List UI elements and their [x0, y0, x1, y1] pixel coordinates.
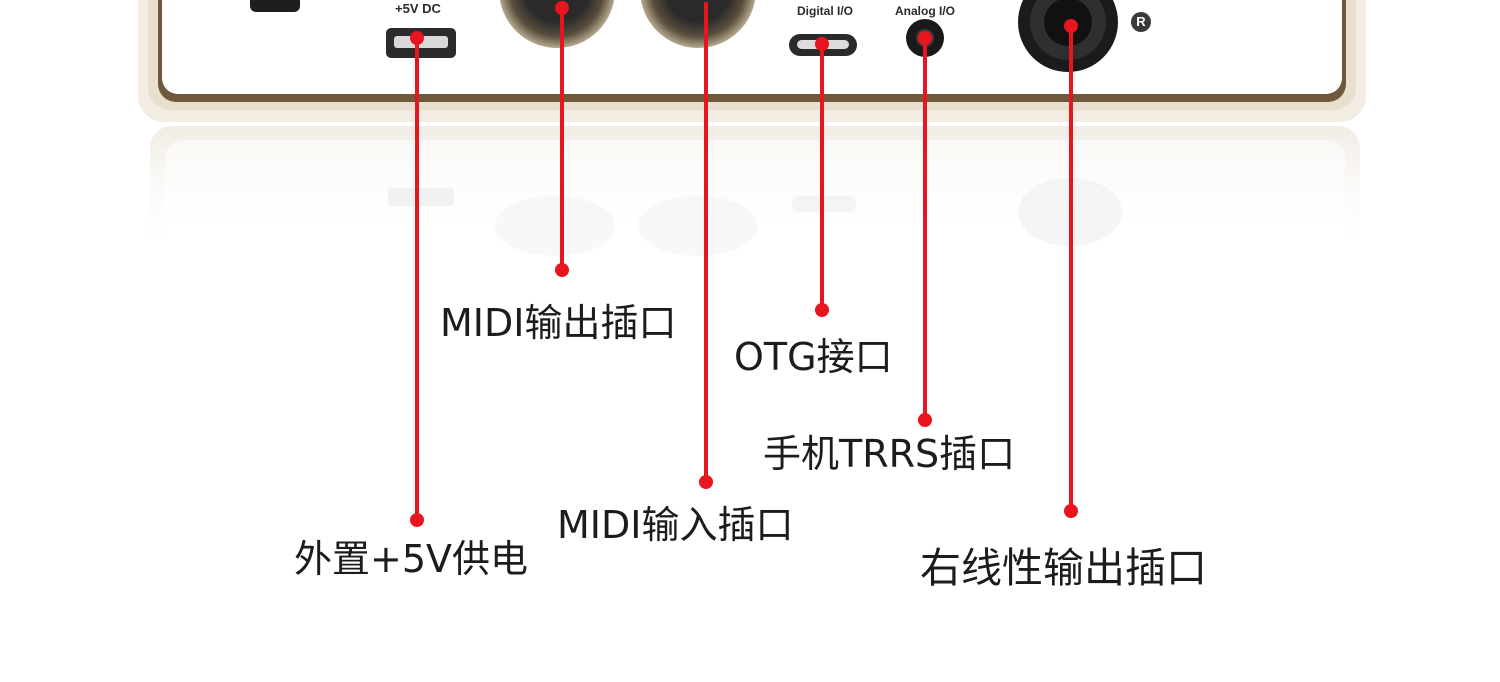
callout-midi-in: MIDI输入插口 — [557, 503, 794, 547]
panel-reflection — [150, 126, 1360, 256]
dc-label: +5V DC — [395, 1, 441, 16]
callout-right-out: 右线性输出插口 — [920, 544, 1207, 592]
midi-out-port — [499, 0, 615, 48]
small-jack-left — [250, 0, 300, 12]
registered-mark: R — [1131, 12, 1151, 32]
ports — [250, 0, 1118, 72]
callout-midi-out: MIDI输出插口 — [440, 301, 677, 345]
callout-otg: OTG接口 — [734, 335, 893, 379]
callout-power: 外置+5V供电 — [294, 537, 529, 581]
midi-in-port — [640, 0, 756, 48]
leader-lines — [410, 1, 1078, 527]
callout-trrs: 手机TRRS插口 — [763, 432, 1016, 476]
analog-io-label: Analog I/O — [895, 4, 955, 18]
digital-io-label: Digital I/O — [797, 4, 853, 18]
device-rear-panel — [138, 0, 1366, 122]
